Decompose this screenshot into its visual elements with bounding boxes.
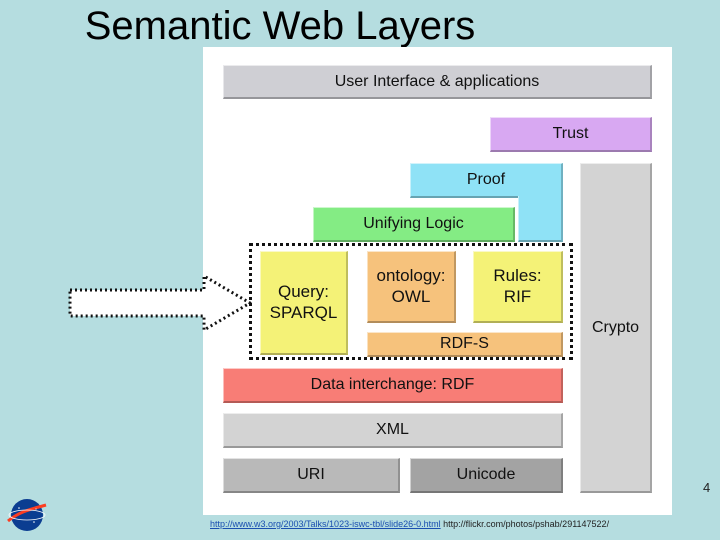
slide-title: Semantic Web Layers — [84, 4, 476, 48]
layer-rdf-data-interchange: Data interchange: RDF — [223, 368, 563, 403]
slide-number: 4 — [703, 480, 711, 495]
layer-crypto: Crypto — [580, 163, 652, 493]
source-text: http://flickr.com/photos/pshab/291147522… — [443, 519, 610, 529]
layer-ontology-owl: ontology:OWL — [367, 251, 456, 323]
rules-label-line2: RIF — [503, 286, 532, 306]
query-label-line1: Query: — [277, 282, 330, 302]
layer-rdf-schema: RDF-S — [367, 332, 563, 357]
layer-uri: URI — [223, 458, 400, 493]
layer-proof: Proof — [410, 163, 563, 198]
layer-xml: XML — [223, 413, 563, 448]
highlight-dotted-box — [249, 243, 573, 360]
ontology-label-line2: OWL — [391, 286, 431, 306]
ontology-label-line1: ontology: — [376, 266, 446, 286]
layer-query-sparql: Query:SPARQL — [260, 251, 348, 355]
nasa-logo — [7, 499, 47, 531]
layer-ui-applications: User Interface & applications — [223, 65, 652, 99]
layer-rules-rif: Rules:RIF — [473, 251, 563, 323]
layer-proof-extension — [518, 196, 563, 242]
layer-unifying-logic: Unifying Logic — [313, 207, 515, 242]
layer-unicode: Unicode — [410, 458, 563, 493]
footer-sources: http://www.w3.org/2003/Talks/1023-iswc-t… — [210, 519, 609, 529]
semantic-web-layer-cake: User Interface & applications Trust Cryp… — [203, 47, 672, 515]
layer-trust: Trust — [490, 117, 652, 152]
highlight-arrow-icon — [68, 274, 252, 332]
query-label-line2: SPARQL — [269, 302, 338, 322]
source-link[interactable]: http://www.w3.org/2003/Talks/1023-iswc-t… — [210, 519, 441, 529]
rules-label-line1: Rules: — [493, 266, 542, 286]
